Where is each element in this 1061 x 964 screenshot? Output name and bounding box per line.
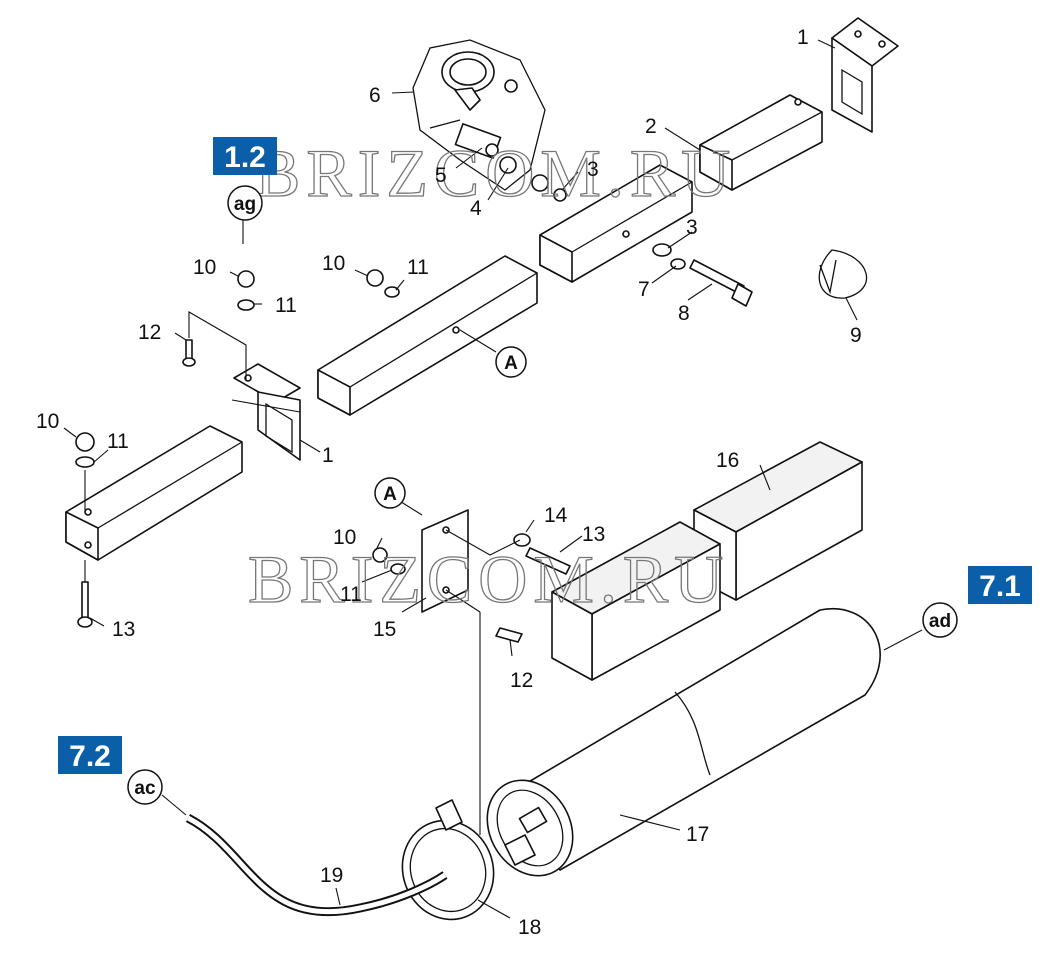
callout-8: 8 [678, 302, 690, 325]
hose-clamp-assembly [412, 39, 567, 202]
connector-A-lower: A [374, 477, 406, 509]
callout-6: 6 [369, 84, 381, 107]
callout-7: 7 [638, 278, 650, 301]
callout-10: 10 [333, 526, 356, 549]
connector-label: ag [234, 194, 256, 215]
callout-11: 11 [275, 294, 297, 317]
connector-ac: ac [127, 769, 163, 805]
callout-10: 10 [36, 410, 59, 433]
tube-middle [539, 164, 693, 283]
callout-5: 5 [435, 164, 447, 187]
callout-13: 13 [582, 523, 605, 546]
reference-box-7-1[interactable]: 7.1 [968, 566, 1032, 604]
clamp-18 [401, 799, 495, 921]
hose-19 [185, 814, 448, 917]
connector-ad: ad [922, 602, 958, 638]
callout-13: 13 [112, 618, 135, 641]
callout-2: 2 [645, 115, 657, 138]
callout-1: 1 [322, 444, 334, 467]
callout-3: 3 [587, 158, 599, 181]
connector-label: ad [929, 611, 951, 632]
clip-9 [818, 249, 868, 299]
callout-16: 16 [716, 449, 739, 472]
connector-label: ac [134, 778, 156, 799]
bracket-top [831, 17, 899, 133]
fasteners-left [75, 269, 400, 628]
tube-left [65, 425, 243, 561]
callout-11: 11 [340, 583, 362, 606]
callout-9: 9 [850, 324, 862, 347]
cylinder-17 [486, 607, 881, 877]
connector-label: A [383, 484, 397, 505]
callout-15: 15 [373, 618, 396, 641]
tube-long [317, 255, 538, 416]
connector-ag: ag [227, 185, 263, 221]
watermark-top: BRIZCOM.RU [255, 135, 736, 211]
tube-upper [699, 94, 823, 191]
callout-12: 12 [510, 669, 533, 692]
callout-12: 12 [138, 321, 161, 344]
reference-box-7-2[interactable]: 7.2 [58, 736, 122, 774]
callout-1: 1 [797, 26, 809, 49]
leader-lines [63, 39, 923, 919]
connector-label: A [504, 353, 518, 374]
callout-11: 11 [107, 430, 129, 453]
callout-19: 19 [320, 864, 343, 887]
callout-10: 10 [322, 252, 345, 275]
reference-label: 1.2 [224, 141, 266, 174]
callout-4: 4 [470, 197, 482, 220]
callout-14: 14 [544, 504, 568, 527]
callout-17: 17 [686, 823, 709, 846]
housing-16 [551, 441, 863, 681]
connector-A-upper: A [495, 346, 527, 378]
callout-3: 3 [686, 216, 698, 239]
bracket-middle [233, 363, 301, 461]
reference-label: 7.1 [979, 570, 1021, 603]
bolt-set-right [652, 243, 753, 307]
watermark-middle: BRIZCOM.RU [248, 541, 729, 617]
callout-11: 11 [407, 256, 429, 279]
callout-10: 10 [193, 256, 216, 279]
reference-label: 7.2 [69, 740, 111, 773]
reference-box-1-2[interactable]: 1.2 [213, 137, 277, 175]
callout-18: 18 [518, 916, 541, 939]
